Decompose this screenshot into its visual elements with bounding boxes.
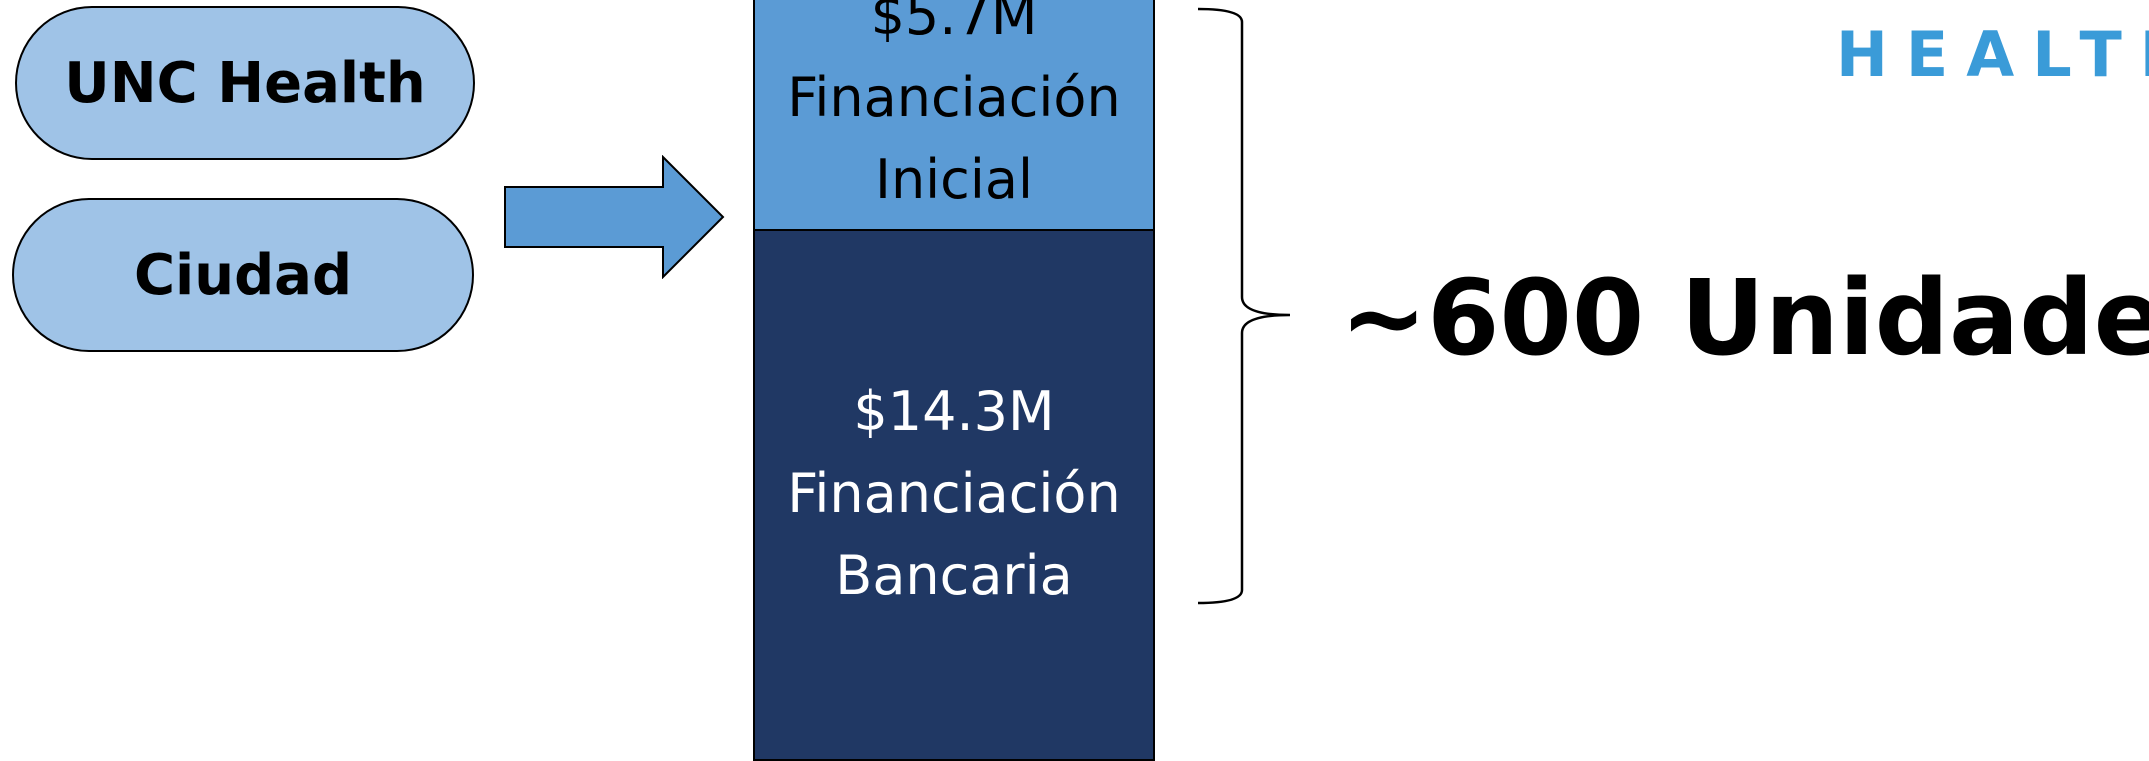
initial-funding-line3: Inicial [875,148,1033,211]
ciudad-label: Ciudad [133,242,353,308]
bank-funding-text: $14.3M Financiación Bancaria [755,371,1153,617]
right-brace [1197,7,1290,605]
initial-funding-line2: Financiación [787,66,1121,129]
bank-funding-line3: Bancaria [835,544,1073,607]
unc-health-label: UNC Health [64,50,426,116]
right-arrow-icon [504,155,725,279]
initial-funding-block: $5.7M Financiación Inicial [753,0,1155,231]
initial-funding-amount: $5.7M [870,0,1038,47]
units-total: ~600 Unidades [1340,257,2149,379]
unc-health-pill: UNC Health [15,6,475,160]
ciudad-pill: Ciudad [12,198,474,352]
bank-funding-line2: Financiación [787,462,1121,525]
bank-funding-amount: $14.3M [853,380,1055,443]
bank-funding-block: $14.3M Financiación Bancaria [753,229,1155,761]
initial-funding-text: $5.7M Financiación Inicial [755,0,1153,221]
health-logo: HEALTH [1836,18,2149,91]
